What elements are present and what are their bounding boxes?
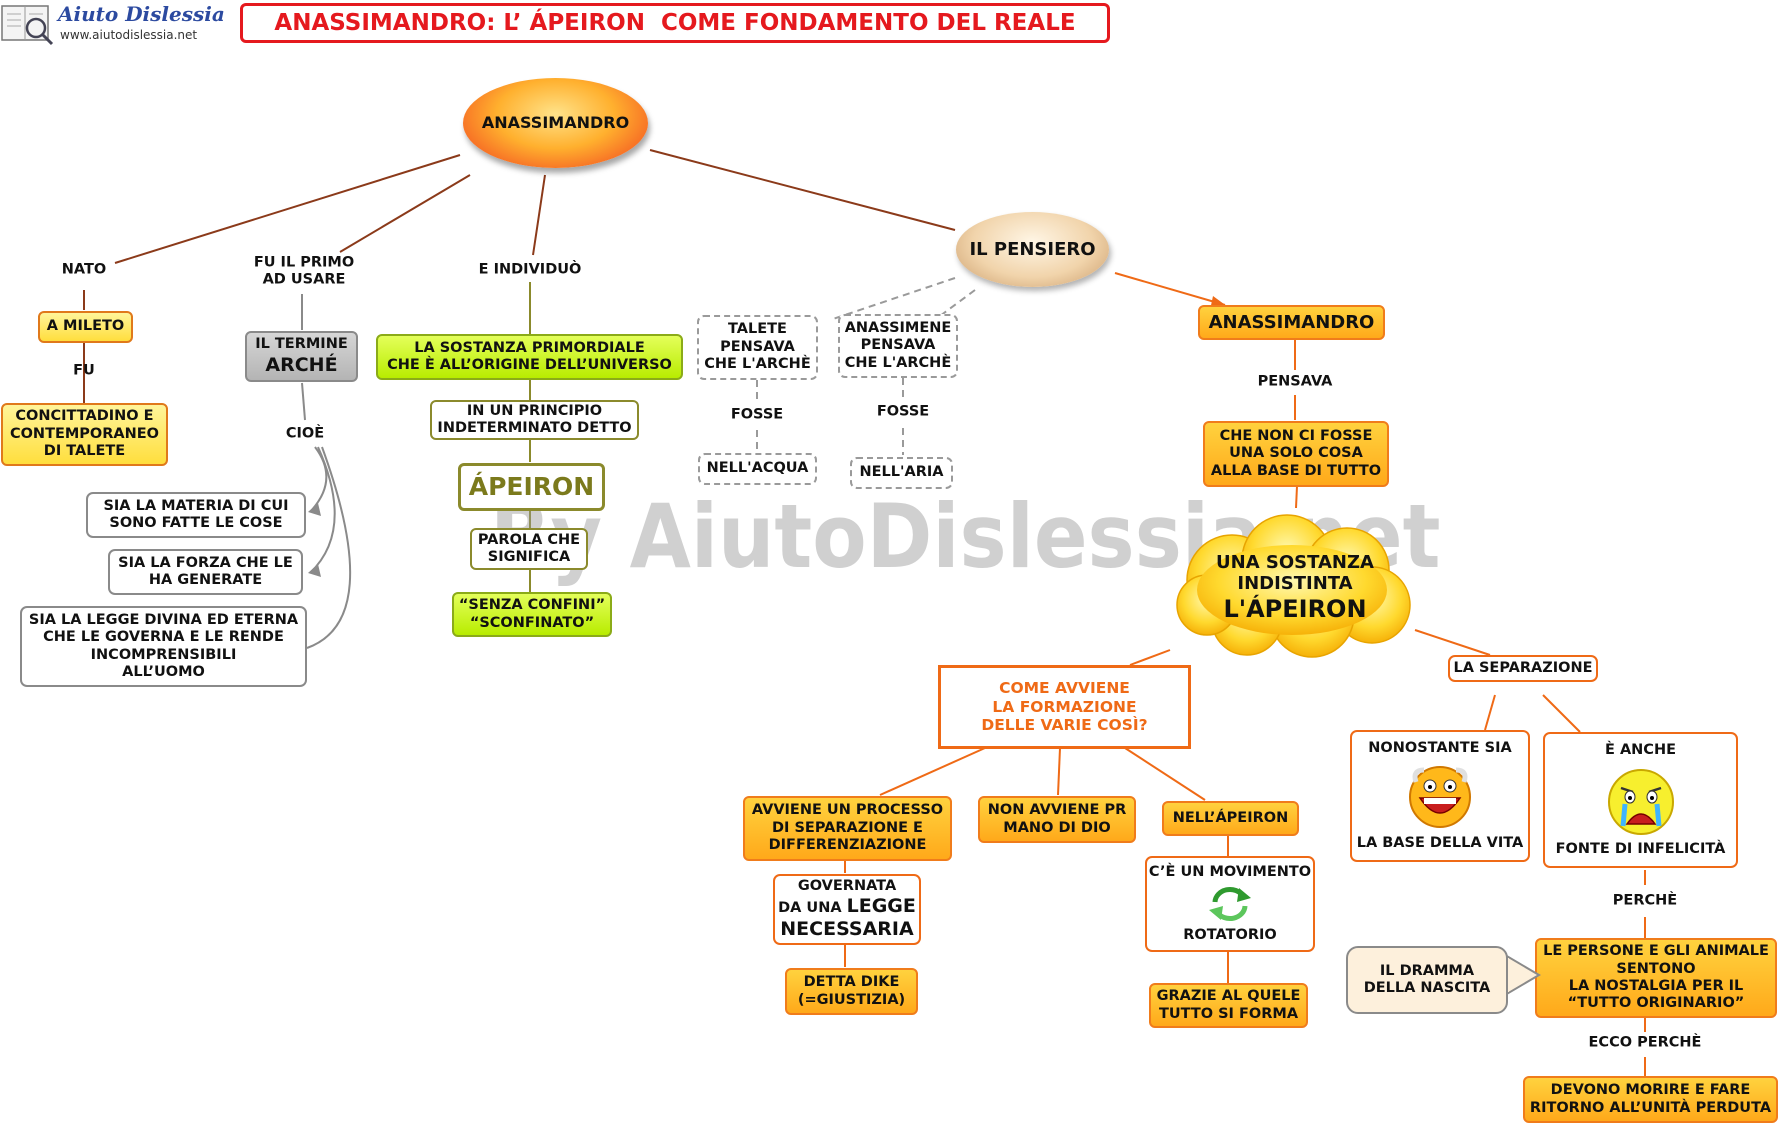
- node-movimento-bottom: ROTATORIO: [1183, 926, 1277, 943]
- node-anche-top: È ANCHE: [1605, 742, 1676, 758]
- node-dramma: IL DRAMMA DELLA NASCITA: [1346, 946, 1508, 1014]
- node-governata-line2-a: DA UNA: [778, 900, 842, 917]
- node-come-avviene: COME AVVIENE LA FORMAZIONE DELLE VARIE C…: [938, 665, 1191, 749]
- node-nonostante-top: NONOSTANTE SIA: [1368, 740, 1512, 756]
- node-separazione: LA SEPARAZIONE: [1448, 655, 1598, 682]
- node-aria: NELL'ARIA: [850, 457, 953, 489]
- node-processo: AVVIENE UN PROCESSO DI SEPARAZIONE E DIF…: [743, 796, 952, 861]
- node-senza-confini: “SENZA CONFINI” “SCONFINATO”: [452, 592, 612, 637]
- node-arche-line2: ARCHÉ: [265, 353, 338, 376]
- node-legge: SIA LA LEGGE DIVINA ED ETERNA CHE LE GOV…: [20, 606, 307, 687]
- cloud-text-line1: UNA SOSTANZA INDISTINTA: [1216, 551, 1374, 595]
- node-nell-apeiron: NELL’ÁPEIRON: [1162, 801, 1299, 836]
- label-perche: PERCHÈ: [1612, 892, 1678, 909]
- book-magnifier-icon: [1, 5, 54, 46]
- label-fosse-1: FOSSE: [730, 406, 784, 423]
- label-ecco-perche: ECCO PERCHÈ: [1588, 1034, 1702, 1051]
- node-concittadino: CONCITTADINO E CONTEMPORANEO DI TALETE: [1, 403, 168, 466]
- label-individuo: E INDIVIDUÒ: [478, 261, 582, 278]
- node-nonostante: NONOSTANTE SIA LA BASE DELLA VITA: [1350, 730, 1530, 862]
- label-fu-il-primo: FU IL PRIMO AD USARE: [253, 254, 355, 288]
- page-title: ANASSIMANDRO: L’ ÁPEIRON COME FONDAMENTO…: [240, 3, 1110, 43]
- root-node: ANASSIMANDRO: [463, 78, 648, 168]
- node-non-ci-fosse: CHE NON CI FOSSE UNA SOLO COSA ALLA BASE…: [1203, 421, 1389, 487]
- node-governata-line3: NECESSARIA: [780, 918, 914, 941]
- cloud-text: UNA SOSTANZA INDISTINTA L'ÁPEIRON: [1190, 545, 1400, 630]
- node-dike: DETTA DIKE (=GIUSTIZIA): [785, 968, 918, 1015]
- logo-url: www.aiutodislessia.net: [60, 28, 198, 42]
- node-principio: IN UN PRINCIPIO INDETERMINATO DETTO: [430, 400, 639, 440]
- logo-text: Aiuto Dislessia: [58, 2, 225, 26]
- node-governata-line1: GOVERNATA: [797, 878, 897, 894]
- node-governata-line2: DA UNA LEGGE: [778, 895, 916, 918]
- node-anche: È ANCHE FONTE DI INFELICITÀ: [1543, 732, 1738, 868]
- node-talete: TALETE PENSAVA CHE L'ARCHÈ: [697, 315, 818, 380]
- node-materia: SIA LA MATERIA DI CUI SONO FATTE LE COSE: [86, 492, 306, 538]
- node-persone: LE PERSONE E GLI ANIMALE SENTONO LA NOST…: [1535, 938, 1777, 1018]
- node-governata: GOVERNATA DA UNA LEGGE NECESSARIA: [773, 874, 921, 945]
- node-grazie: GRAZIE AL QUELE TUTTO SI FORMA: [1149, 983, 1308, 1028]
- cloud-text-line2: L'ÁPEIRON: [1223, 594, 1367, 623]
- node-acqua: NELL'ACQUA: [698, 453, 817, 485]
- logo: Aiuto Dislessia www.aiutodislessia.net: [0, 0, 225, 46]
- label-fosse-2: FOSSE: [876, 403, 930, 420]
- node-sostanza-primordiale: LA SOSTANZA PRIMORDIALE CHE È ALL’ORIGIN…: [376, 334, 683, 380]
- node-mileto: A MILETO: [38, 311, 133, 343]
- node-arche-line1: IL TERMINE: [255, 336, 348, 353]
- crying-face-icon: [1607, 769, 1674, 835]
- callout-tail: [1505, 953, 1541, 997]
- label-cioe: CIOÈ: [285, 425, 325, 442]
- node-anassimandro-2: ANASSIMANDRO: [1198, 305, 1385, 340]
- node-anassimene: ANASSIMENE PENSAVA CHE L'ARCHÈ: [838, 314, 958, 378]
- label-pensava: PENSAVA: [1257, 373, 1333, 390]
- rotation-arrows-icon: [1209, 886, 1251, 922]
- node-movimento-top: C’È UN MOVIMENTO: [1148, 864, 1312, 880]
- node-parola: PAROLA CHE SIGNIFICA: [470, 528, 588, 570]
- node-morire: DEVONO MORIRE E FARE RITORNO ALL’UNITÀ P…: [1523, 1076, 1778, 1123]
- label-nato: NATO: [61, 261, 107, 278]
- node-forza: SIA LA FORZA CHE LE HA GENERATE: [108, 549, 303, 595]
- node-anche-bottom: FONTE DI INFELICITÀ: [1555, 840, 1726, 857]
- node-movimento: C’È UN MOVIMENTO ROTATORIO: [1145, 856, 1315, 952]
- node-arche: IL TERMINE ARCHÉ: [245, 331, 358, 382]
- node-pensiero: IL PENSIERO: [956, 212, 1109, 287]
- node-governata-line2-b: LEGGE: [846, 895, 916, 918]
- label-fu: FU: [73, 362, 95, 379]
- node-apeiron: ÁPEIRON: [458, 463, 605, 511]
- node-nonostante-bottom: LA BASE DELLA VITA: [1356, 834, 1524, 851]
- node-non-dio: NON AVVIENE PR MANO DI DIO: [978, 796, 1136, 843]
- cloud-shape: [1176, 514, 1411, 658]
- laughing-face-icon: [1409, 766, 1471, 828]
